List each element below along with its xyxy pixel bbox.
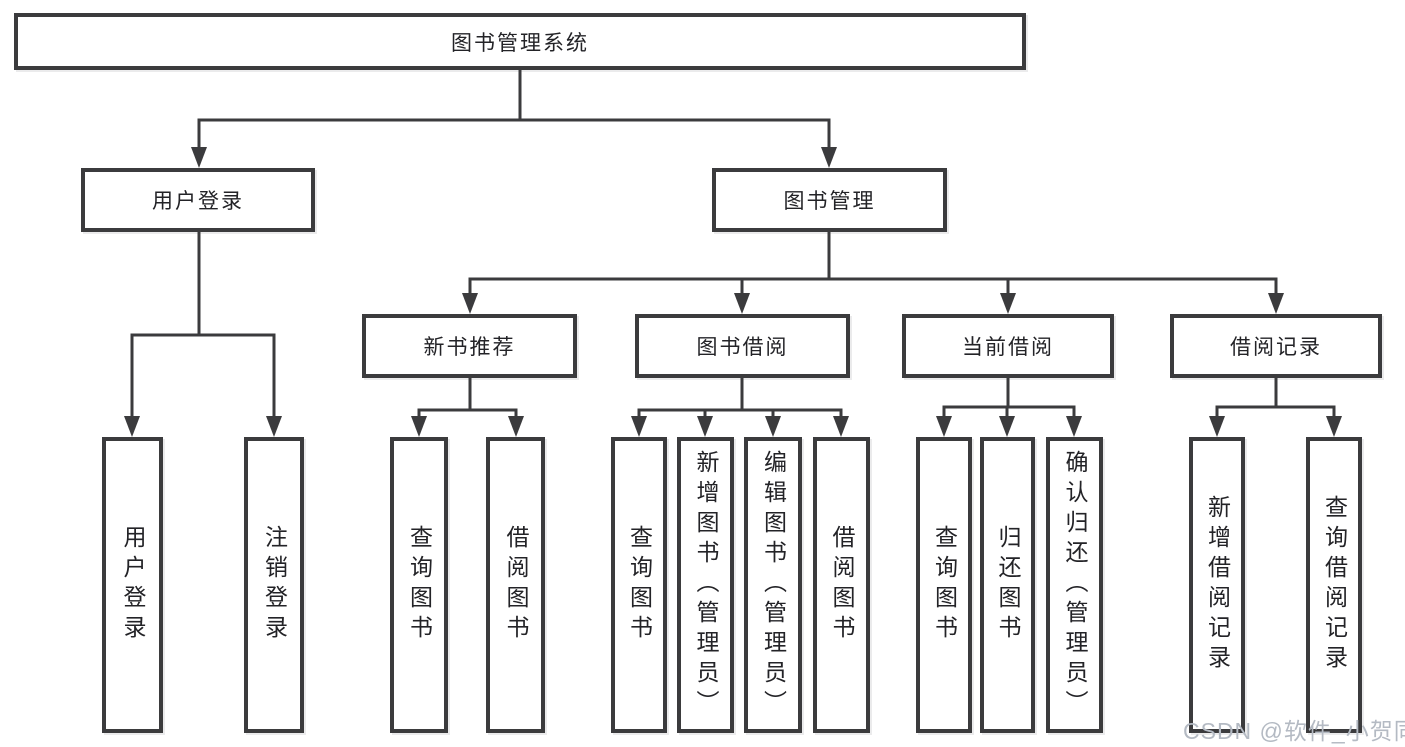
- leaf-add-books-admin-label: 新增图书（管理员）: [693, 450, 719, 720]
- leaf-add-borrow-record-label: 新增借阅记录: [1204, 495, 1231, 675]
- leaf-edit-books-admin-label: 编辑图书（管理员）: [760, 450, 787, 720]
- leaf-edit-books-admin: 编辑图书（管理员）: [744, 437, 802, 733]
- leaf-borrow-books-label: 借阅图书: [829, 525, 855, 645]
- leaf-user-login: 用户登录: [102, 437, 163, 733]
- leaf-return-books: 归还图书: [980, 437, 1035, 733]
- leaf-logout-label: 注销登录: [261, 525, 288, 645]
- leaf-query-borrow-record-label: 查询借阅记录: [1321, 495, 1348, 675]
- node-book-borrowing-label: 图书借阅: [696, 336, 789, 359]
- leaf-confirm-return-admin-label: 确认归还（管理员）: [1062, 450, 1088, 720]
- leaf-query-books-current: 查询图书: [916, 437, 972, 733]
- leaf-logout: 注销登录: [244, 437, 304, 733]
- leaf-query-books-recommend-label: 查询图书: [406, 525, 433, 645]
- node-current-borrowing-label: 当前借阅: [962, 336, 1054, 359]
- leaf-user-login-label: 用户登录: [120, 525, 146, 645]
- csdn-watermark: CSDN @软件_小贺同学: [1183, 718, 1405, 744]
- node-new-book-recommendation: 新书推荐: [362, 314, 577, 378]
- leaf-borrow-books: 借阅图书: [813, 437, 870, 733]
- leaf-add-borrow-record: 新增借阅记录: [1189, 437, 1245, 733]
- node-book-management-label: 图书管理: [783, 190, 876, 213]
- node-user-login-label: 用户登录: [152, 190, 244, 213]
- node-borrowing-records: 借阅记录: [1170, 314, 1382, 378]
- node-book-borrowing: 图书借阅: [635, 314, 850, 378]
- node-user-login: 用户登录: [81, 168, 315, 232]
- node-book-management-system-label: 图书管理系统: [451, 31, 589, 55]
- leaf-add-books-admin: 新增图书（管理员）: [677, 437, 734, 733]
- leaf-borrow-books-recommend-label: 借阅图书: [503, 525, 529, 645]
- leaf-query-books-current-label: 查询图书: [931, 525, 958, 645]
- leaf-query-books-borrowing: 查询图书: [611, 437, 667, 733]
- leaf-return-books-label: 归还图书: [995, 525, 1021, 645]
- leaf-query-books-recommend: 查询图书: [390, 437, 448, 733]
- node-current-borrowing: 当前借阅: [902, 314, 1114, 378]
- node-book-management: 图书管理: [712, 168, 947, 232]
- node-new-book-recommendation-label: 新书推荐: [423, 336, 516, 359]
- leaf-confirm-return-admin: 确认归还（管理员）: [1046, 437, 1103, 733]
- leaf-borrow-books-recommend: 借阅图书: [486, 437, 545, 733]
- leaf-query-borrow-record: 查询借阅记录: [1306, 437, 1362, 733]
- node-book-management-system: 图书管理系统: [14, 13, 1026, 70]
- node-borrowing-records-label: 借阅记录: [1230, 336, 1322, 359]
- leaf-query-books-borrowing-label: 查询图书: [626, 525, 653, 645]
